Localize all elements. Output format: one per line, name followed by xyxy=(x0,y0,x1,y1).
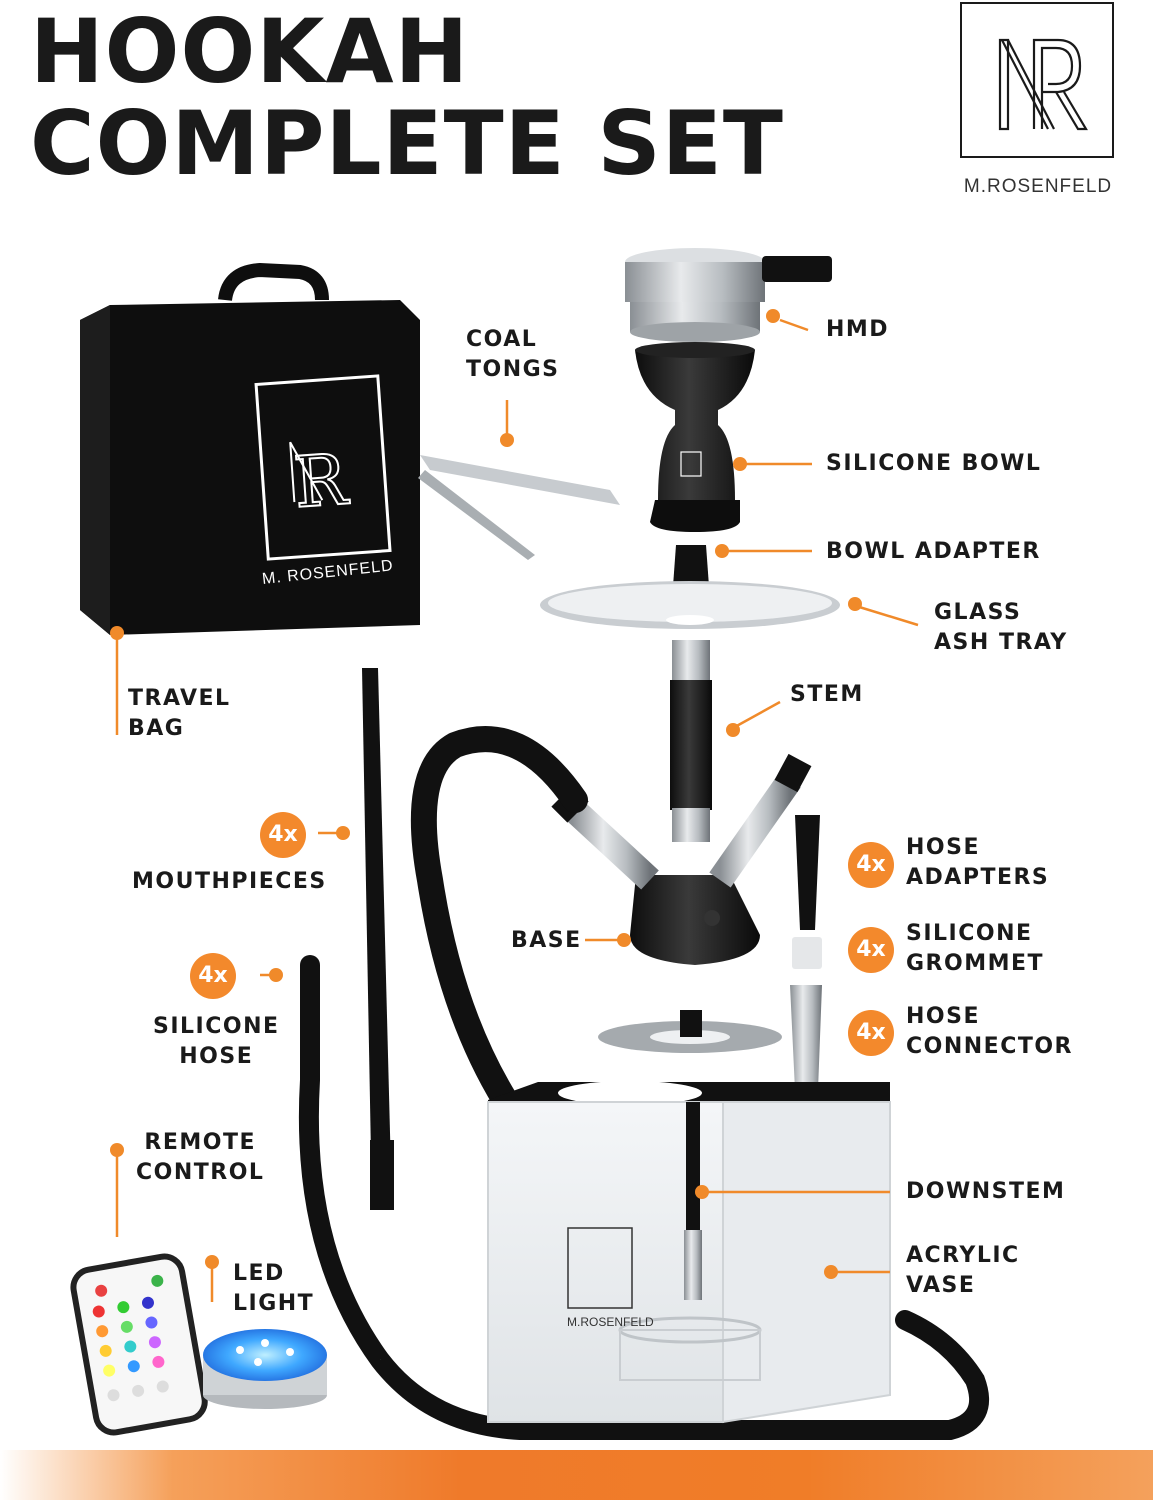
base-image xyxy=(551,753,812,965)
qty-badge-hose-connector: 4x xyxy=(848,1010,894,1056)
stem-image xyxy=(670,640,712,842)
glass-ash-tray-image xyxy=(540,581,840,629)
label-bowl-adapter: BOWL ADAPTER xyxy=(826,539,1041,564)
hose-connector-image xyxy=(790,985,822,1090)
main-hose-image xyxy=(410,726,588,1113)
remote-control-image xyxy=(70,1253,208,1436)
page-title-line1: HOOKAH xyxy=(30,0,470,103)
page-title-line2: COMPLETE SET xyxy=(30,92,784,195)
label-downstem: DOWNSTEM xyxy=(906,1179,1066,1204)
mr-monogram-icon xyxy=(998,38,1088,131)
qty-badge-mouthpieces: 4x xyxy=(260,812,306,858)
led-light-image xyxy=(203,1329,327,1409)
mouthpiece-image xyxy=(362,668,394,1210)
qty-badge-hose-adapters: 4x xyxy=(848,842,894,888)
vase-brand-text: M.ROSENFELD xyxy=(567,1315,654,1329)
label-mouthpieces: MOUTHPIECES xyxy=(132,869,327,894)
acrylic-vase-image: M.ROSENFELD xyxy=(487,1010,891,1424)
coal-tongs-image xyxy=(418,455,620,560)
silicone-hose-image xyxy=(298,955,989,1440)
callout-dots xyxy=(110,309,862,1279)
label-hmd: HMD xyxy=(826,317,890,342)
label-silicone-bowl: SILICONE BOWL xyxy=(826,451,1042,476)
svg-text:R: R xyxy=(291,438,352,524)
silicone-bowl-image xyxy=(635,342,755,532)
label-base: BASE xyxy=(511,928,582,953)
footer-accent-bar xyxy=(0,1450,1153,1500)
hmd-image xyxy=(625,248,832,342)
travel-bag-image: R M. ROSENFELD xyxy=(80,262,420,635)
qty-badge-silicone-hose: 4x xyxy=(190,953,236,999)
qty-badge-silicone-grommet: 4x xyxy=(848,927,894,973)
callout-lines xyxy=(115,318,919,1302)
label-stem: STEM xyxy=(790,682,864,707)
brand-logo xyxy=(960,2,1114,158)
silicone-grommet-image xyxy=(792,937,822,969)
brand-name: M.ROSENFELD xyxy=(963,176,1113,197)
hose-adapter-image xyxy=(795,815,820,930)
